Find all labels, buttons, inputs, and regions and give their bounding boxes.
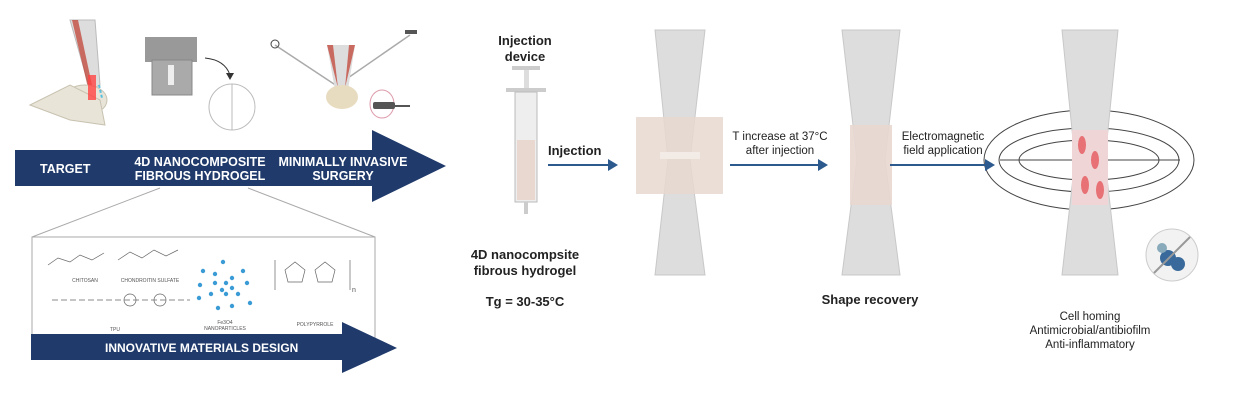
materials-design-label: INNOVATIVE MATERIALS DESIGN (105, 341, 299, 355)
fe3o4-label: Fe3O4 NANOPARTICLES (204, 320, 246, 332)
electromagnetic-step-label: Electromagnetic field application (901, 131, 985, 157)
tg-label: Tg = 30-35°C (485, 294, 565, 309)
outcomes-label: Cell homing Antimicrobial/antibiofilm An… (1029, 311, 1151, 351)
shape-recovery-label: Shape recovery (821, 292, 919, 307)
injection-device-label: Injection device (498, 33, 552, 64)
chemical-structures (47, 249, 351, 307)
hydrogel-text: 4D nanocompsite fibrous hydrogel (470, 247, 580, 278)
syringe-illustration (506, 66, 546, 214)
tendon-3 (983, 29, 1195, 276)
surgery-label: MINIMALLY INVASIVE SURGERY (278, 155, 408, 183)
tendon-1 (636, 29, 723, 276)
polypyrrole-label: POLYPYRROLE (296, 322, 334, 328)
tpu-label: TPU (110, 327, 120, 333)
process-arrows (548, 159, 995, 171)
surgery-illustration (270, 30, 417, 119)
chitosan-label: CHITOSAN (72, 278, 98, 284)
chondroitin-label: CHONDROITIN SULFATE (120, 278, 180, 284)
materials-arrow (31, 322, 397, 373)
injection-step-label: Injection (548, 143, 602, 158)
no-bacteria-icon (1145, 228, 1199, 282)
top-process-arrow (15, 130, 446, 202)
polymer-n-label: n (352, 287, 356, 294)
mold-device-illustration (145, 37, 256, 131)
temperature-step-label: T increase at 37°C after injection (732, 131, 828, 157)
nanoparticles (196, 259, 253, 311)
ankle-illustration (28, 19, 108, 126)
target-label: TARGET (40, 162, 91, 176)
materials-callout-box (31, 236, 376, 343)
hydrogel-label: 4D NANOCOMPOSITE FIBROUS HYDROGEL (134, 155, 266, 183)
tendon-2 (841, 29, 901, 276)
